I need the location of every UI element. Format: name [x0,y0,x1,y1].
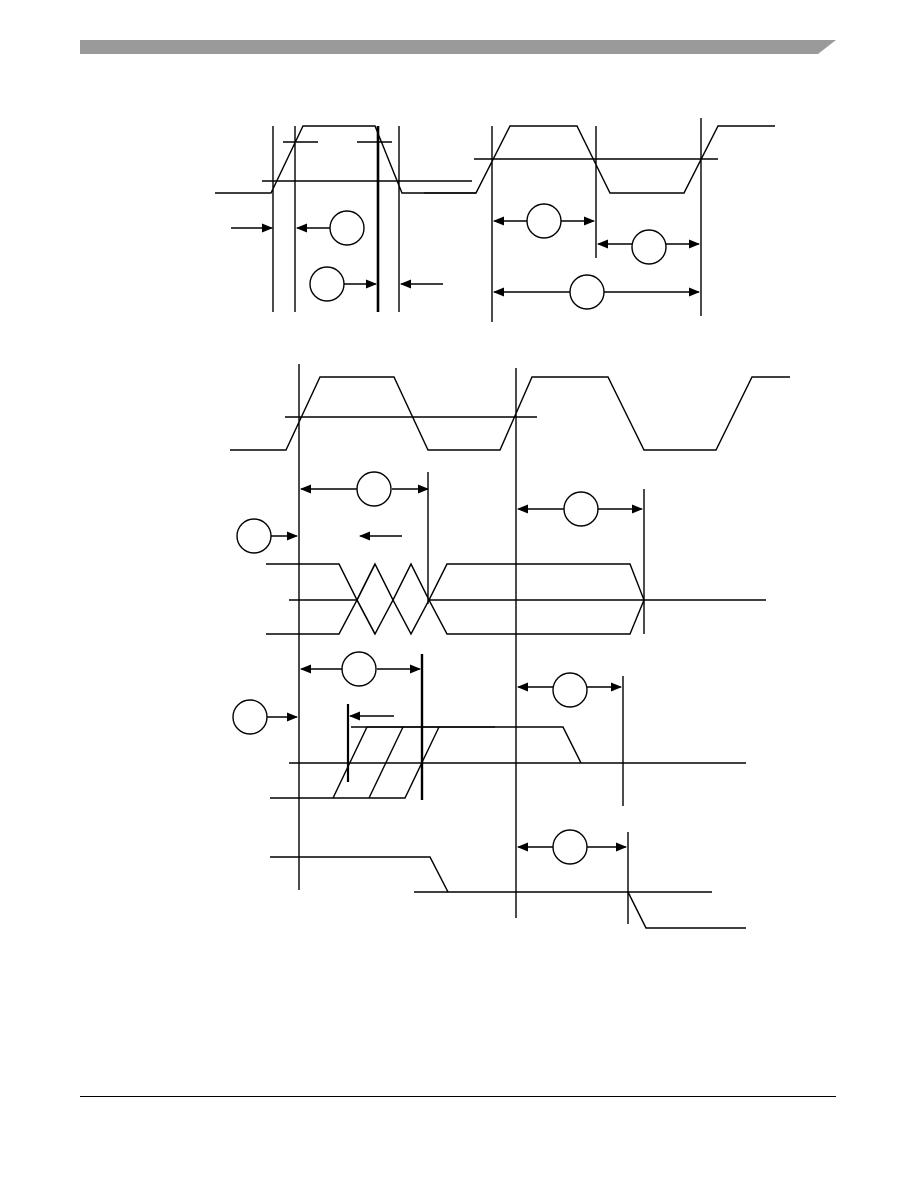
callout-input-hold-time [356,471,392,507]
callout-data-valid-delay [563,491,599,527]
clock-period-group [424,118,775,322]
callout-output-hold-time [341,651,377,687]
lower-clock-waveform [230,376,790,451]
bus-upper-edge [266,562,645,602]
enable-waveform [270,856,449,893]
disable-waveform [627,891,746,929]
rise-fall-waveform [215,125,476,194]
bus-cross-1 [356,599,376,635]
bus-cross-2 [356,563,376,601]
header-bar-shape [80,40,836,54]
lower-clock-group [230,364,790,918]
callout-clock-period [569,274,605,310]
footer-rule [80,1096,836,1097]
callout-clock-low-time [631,229,667,265]
callout-fall-rise-time [309,266,345,302]
callout-output-valid-delay [552,672,588,708]
bus-lower-edge [266,598,645,636]
output-hatch-bottom [333,726,440,799]
callout-rise-fall-time [329,210,365,246]
input-bus-group [236,471,766,636]
header-bar [80,40,836,54]
callout-clock-high-time [526,203,562,239]
output-group [232,651,746,806]
rise-fall-waveform-group [215,125,476,312]
callout-output-disable-delay [552,829,588,865]
callout-input-setup-time [236,518,272,554]
enable-group [270,829,746,929]
callout-output-setup-time [232,699,268,735]
